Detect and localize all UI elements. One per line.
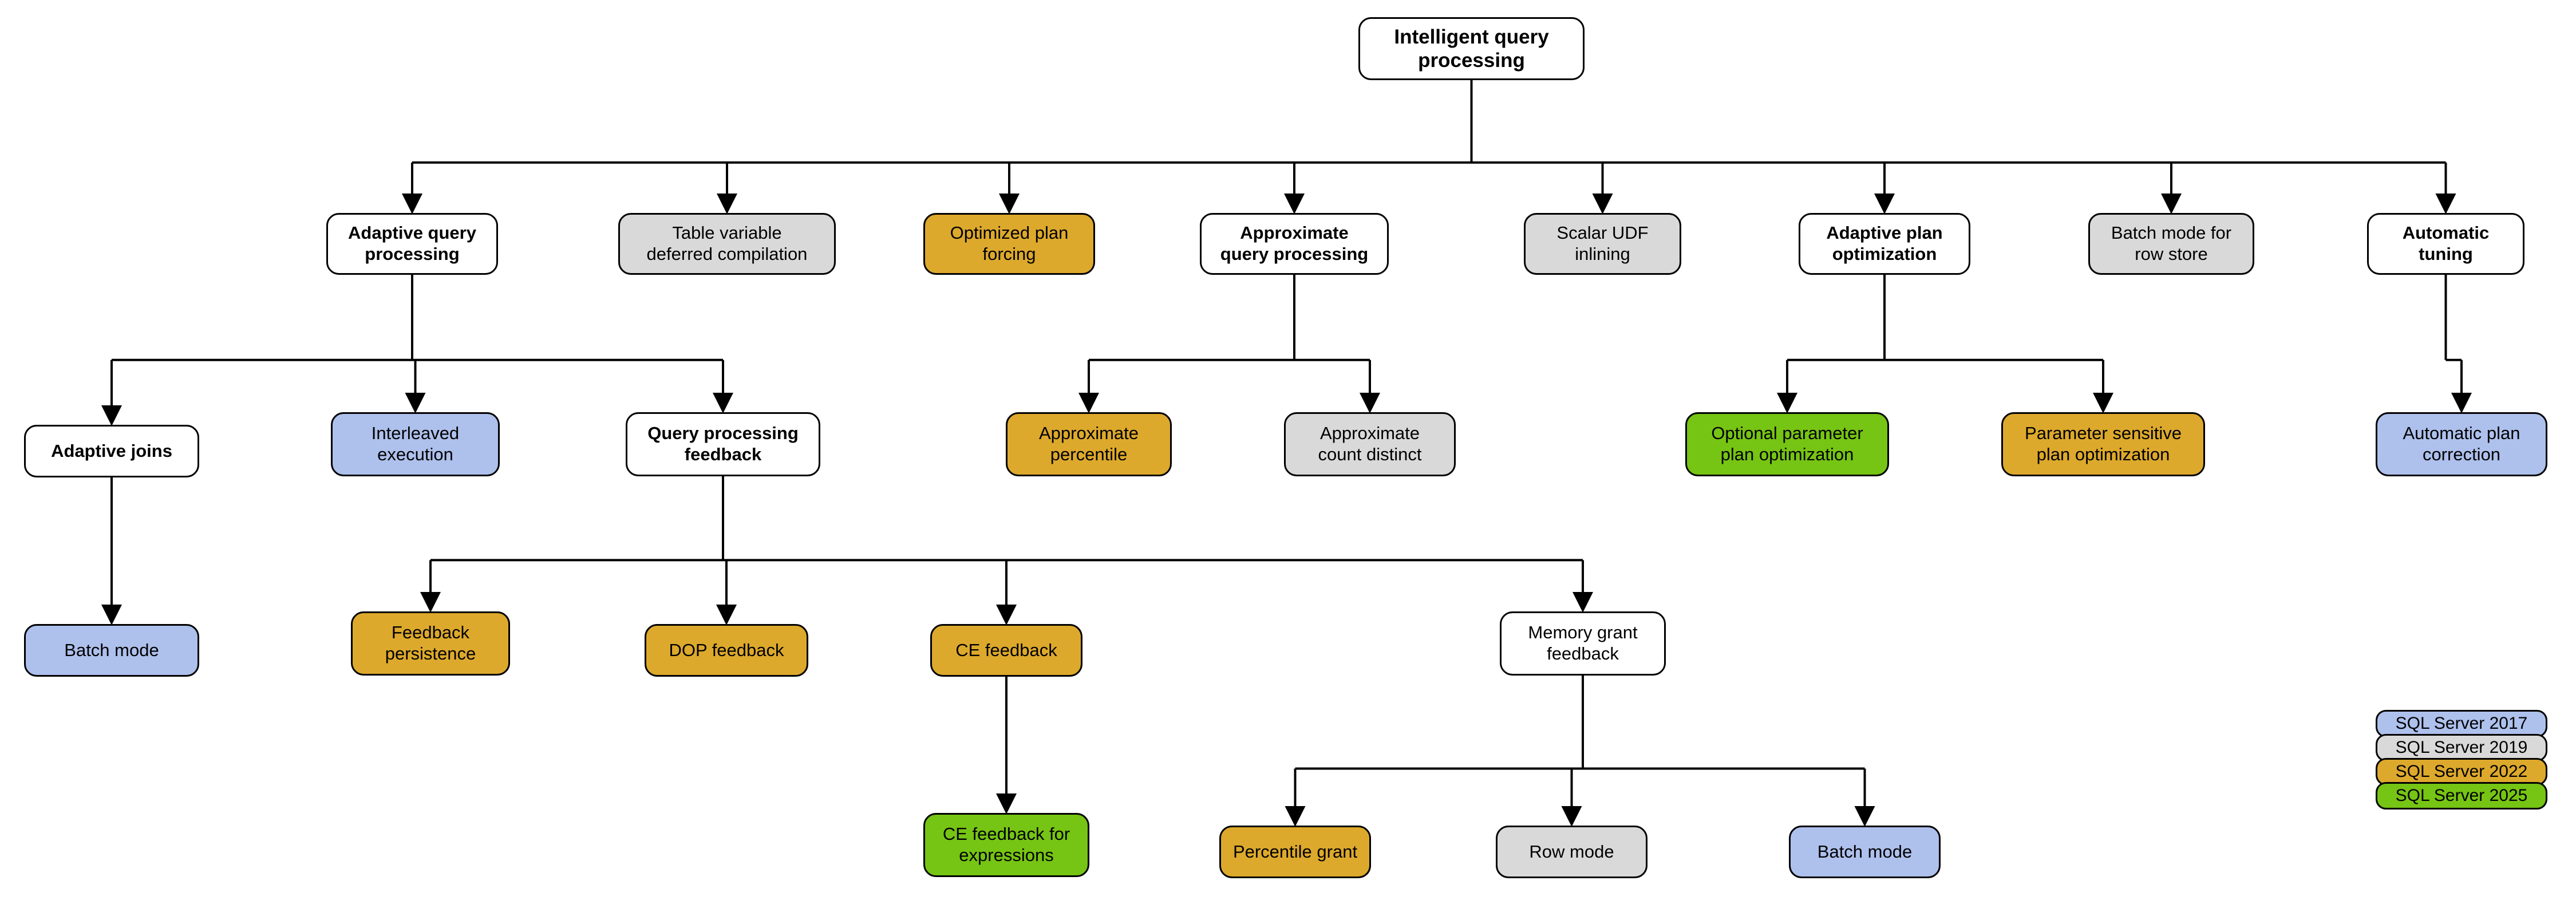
node-label-adaptive-plan: Adaptive plan optimization: [1826, 223, 1943, 264]
node-param-sensitive[interactable]: Parameter sensitive plan optimization: [2001, 412, 2205, 476]
node-label-pct-grant: Percentile grant: [1232, 841, 1358, 862]
node-ce-expr[interactable]: CE feedback for expressions: [923, 813, 1089, 877]
node-label-batch-mode-1: Batch mode: [64, 639, 159, 660]
node-label-auto-plan-corr: Automatic plan correction: [2403, 423, 2520, 464]
node-interleaved[interactable]: Interleaved execution: [331, 412, 500, 476]
node-label-table-var: Table variable deferred compilation: [646, 223, 808, 264]
node-label-approx-count: Approximate count distinct: [1318, 423, 1422, 464]
node-label-ce-feedback: CE feedback: [955, 639, 1057, 660]
node-label-feedback-persist: Feedback persistence: [385, 622, 476, 664]
node-label-opt-plan-force: Optimized plan forcing: [950, 223, 1069, 264]
node-label-optional-param: Optional parameter plan optimization: [1711, 423, 1863, 464]
node-label-approx-pct: Approximate percentile: [1038, 423, 1139, 464]
node-batch-mode-1[interactable]: Batch mode: [24, 624, 199, 677]
node-ce-feedback[interactable]: CE feedback: [930, 624, 1082, 677]
node-approx-pct[interactable]: Approximate percentile: [1006, 412, 1172, 476]
node-adaptive-qp[interactable]: Adaptive query processing: [326, 213, 498, 275]
node-label-approx-qp: Approximate query processing: [1220, 223, 1369, 264]
legend-item-label: SQL Server 2019: [2395, 738, 2528, 757]
legend-item-label: SQL Server 2017: [2395, 714, 2528, 733]
node-root[interactable]: Intelligent query processing: [1358, 17, 1585, 80]
node-label-dop-feedback: DOP feedback: [669, 639, 784, 660]
node-label-ce-expr: CE feedback for expressions: [942, 824, 1070, 865]
node-label-mem-grant: Memory grant feedback: [1528, 622, 1638, 664]
node-dop-feedback[interactable]: DOP feedback: [645, 624, 808, 677]
node-approx-count[interactable]: Approximate count distinct: [1284, 412, 1456, 476]
legend-item-sql-server-2017[interactable]: SQL Server 2017: [2376, 710, 2547, 737]
node-label-param-sensitive: Parameter sensitive plan optimization: [2025, 423, 2182, 464]
node-label-batch-row-store: Batch mode for row store: [2111, 223, 2232, 264]
node-auto-plan-corr[interactable]: Automatic plan correction: [2376, 412, 2547, 476]
node-label-batch-mode-2: Batch mode: [1817, 841, 1913, 862]
legend-item-sql-server-2025[interactable]: SQL Server 2025: [2376, 782, 2547, 810]
node-table-var[interactable]: Table variable deferred compilation: [618, 213, 836, 275]
node-pct-grant[interactable]: Percentile grant: [1219, 826, 1371, 878]
node-qp-feedback[interactable]: Query processing feedback: [626, 412, 820, 476]
node-feedback-persist[interactable]: Feedback persistence: [351, 611, 510, 676]
legend-item-label: SQL Server 2025: [2395, 786, 2528, 805]
node-adaptive-plan[interactable]: Adaptive plan optimization: [1799, 213, 1970, 275]
legend-item-sql-server-2022[interactable]: SQL Server 2022: [2376, 758, 2547, 785]
node-adaptive-joins[interactable]: Adaptive joins: [24, 425, 199, 477]
node-optional-param[interactable]: Optional parameter plan optimization: [1685, 412, 1889, 476]
node-batch-row-store[interactable]: Batch mode for row store: [2088, 213, 2254, 275]
legend-item-label: SQL Server 2022: [2395, 762, 2528, 781]
node-label-scalar-udf: Scalar UDF inlining: [1556, 223, 1649, 264]
node-label-adaptive-qp: Adaptive query processing: [348, 223, 476, 264]
node-row-mode[interactable]: Row mode: [1496, 826, 1647, 878]
node-label-auto-tuning: Automatic tuning: [2402, 223, 2490, 264]
node-approx-qp[interactable]: Approximate query processing: [1200, 213, 1389, 275]
node-batch-mode-2[interactable]: Batch mode: [1789, 826, 1941, 878]
node-scalar-udf[interactable]: Scalar UDF inlining: [1524, 213, 1681, 275]
legend-item-sql-server-2019[interactable]: SQL Server 2019: [2376, 734, 2547, 761]
node-label-adaptive-joins: Adaptive joins: [51, 440, 172, 461]
node-label-row-mode: Row mode: [1529, 841, 1614, 862]
node-label-interleaved: Interleaved execution: [371, 423, 460, 464]
node-opt-plan-force[interactable]: Optimized plan forcing: [923, 213, 1095, 275]
node-mem-grant[interactable]: Memory grant feedback: [1500, 611, 1666, 676]
node-label-qp-feedback: Query processing feedback: [647, 423, 799, 464]
node-label-root: Intelligent query processing: [1394, 25, 1549, 72]
node-auto-tuning[interactable]: Automatic tuning: [2367, 213, 2524, 275]
